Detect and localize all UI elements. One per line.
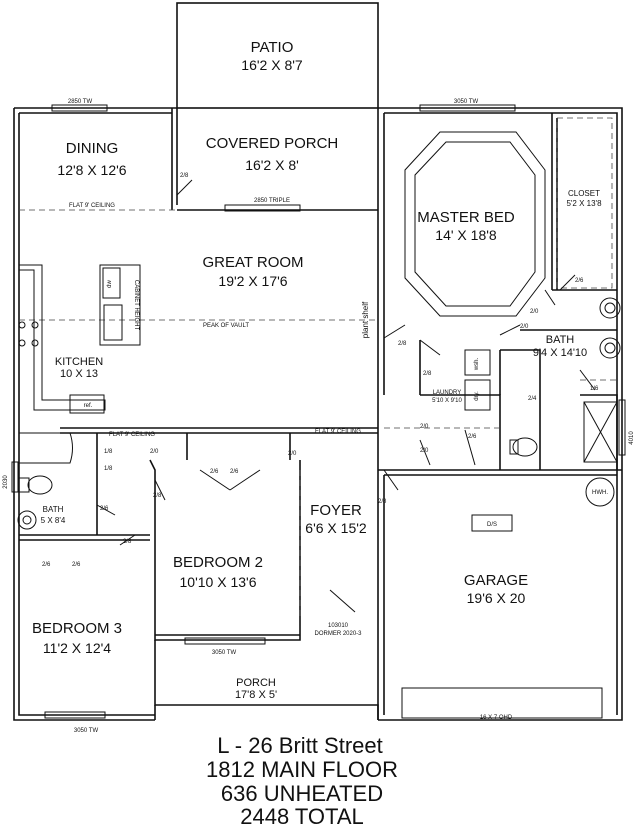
door-label: 2/8: [398, 341, 407, 347]
bedroom2-name: BEDROOM 2: [173, 554, 263, 571]
title-main-floor: 1812 MAIN FLOOR: [206, 757, 398, 782]
title-total: 2448 TOTAL: [240, 804, 364, 827]
plant-shelf: plant shelf: [361, 301, 370, 338]
dining-name: DINING: [66, 140, 119, 157]
title-block: L - 26 Britt Street 1812 MAIN FLOOR 636 …: [206, 733, 398, 827]
master-bed-dim: 14' X 18'8: [435, 227, 497, 243]
great-room-name: GREAT ROOM: [202, 254, 303, 271]
bedroom3-dim: 11'2 X 12'4: [43, 640, 111, 656]
closet-name: CLOSET: [568, 189, 600, 198]
door-label: 2/6: [42, 562, 51, 568]
door-label: 2/6: [575, 278, 584, 284]
door-label: 2/8: [378, 499, 387, 505]
door-label: 2/0: [288, 451, 297, 457]
flat-ceiling-kitchen: FLAT 9' CEILING: [109, 432, 155, 438]
dw: dw: [107, 279, 113, 287]
door-label: 2/0: [420, 448, 429, 454]
bath-master-name: BATH: [546, 334, 575, 346]
window-3050-tw-bed3: 3050 TW: [74, 728, 99, 734]
fixtures: [17, 297, 621, 719]
window-2850-tw: 2850 TW: [68, 99, 93, 105]
door-label: 2/0: [420, 424, 429, 430]
garage-door-ohd: 16 X 7 OHD: [480, 715, 513, 721]
flat-ceiling-bed2: FLAT 9' CEILING: [315, 429, 361, 435]
door-label: 2/8: [123, 539, 132, 545]
foyer-name: FOYER: [310, 502, 362, 519]
master-bed-name: MASTER BED: [417, 209, 515, 226]
garage-dim: 19'6 X 20: [467, 590, 526, 606]
door-label: 2/6: [72, 562, 81, 568]
window-3050-tw-master: 3050 TW: [454, 99, 479, 105]
patio-dim: 16'2 X 8'7: [241, 57, 303, 73]
room-labels: PATIO 16'2 X 8'7 DINING 12'8 X 12'6 COVE…: [32, 39, 602, 701]
door-labels: 2/8 2/6 2/0 2/0 2/8 2/8 2/4 1/6 2/0 2/0 …: [42, 173, 599, 568]
door-label: 1/8: [104, 466, 113, 472]
peak-of-vault: PEAK OF VAULT: [203, 323, 249, 329]
bath-small-name: BATH: [43, 505, 64, 514]
bath-small-dim: 5 X 8'4: [41, 516, 66, 525]
porch-dim: 17'8 X 5': [235, 689, 277, 701]
bedroom3-name: BEDROOM 3: [32, 620, 122, 637]
closet-dim: 5'2 X 13'8: [566, 199, 602, 208]
dormer-code: 103010: [328, 623, 349, 629]
door-label: 2/8: [180, 173, 189, 179]
kitchen-cabinets: [18, 264, 141, 414]
door-swings: [96, 179, 596, 613]
window-2850-triple: 2850 TRIPLE: [254, 198, 290, 204]
title-unheated: 636 UNHEATED: [221, 781, 383, 806]
flat-ceiling-dining: FLAT 9' CEILING: [69, 203, 115, 209]
door-label: 2/6: [468, 434, 477, 440]
cabinet-height: CABINET HEIGHT: [133, 280, 139, 331]
dormer-label: DORMER 2020-3: [314, 631, 362, 637]
ceiling-lines: [19, 117, 617, 620]
covered-porch-name: COVERED PORCH: [206, 135, 339, 152]
walls: [13, 2, 623, 721]
door-label: 2/6: [210, 469, 219, 475]
ref: ref.: [84, 403, 93, 409]
door-label: 2/8: [423, 371, 432, 377]
laundry-dim: 5'10 X 9'10: [432, 398, 462, 404]
window-3050-tw-bed2: 3050 TW: [212, 650, 237, 656]
kitchen-name: KITCHEN: [55, 356, 103, 368]
patio-name: PATIO: [251, 39, 294, 56]
dining-dim: 12'8 X 12'6: [57, 162, 126, 178]
wsh: wsh.: [474, 358, 480, 372]
door-label: 2/8: [153, 493, 162, 499]
covered-porch-dim: 16'2 X 8': [245, 157, 299, 173]
door-label: 2/0: [520, 324, 529, 330]
ds: D/S: [487, 522, 497, 528]
dry: dry.: [474, 391, 480, 401]
bedroom2-dim: 10'10 X 13'6: [180, 574, 257, 590]
garage-name: GARAGE: [464, 572, 528, 589]
kitchen-dim: 10 X 13: [60, 368, 98, 380]
bath-master-dim: 9'4 X 14'10: [533, 347, 587, 359]
door-label: 2/6: [230, 469, 239, 475]
door-label: 2/6: [100, 506, 109, 512]
window-4010: 4010: [629, 431, 635, 445]
door-label: 2/4: [528, 396, 537, 402]
porch-name: PORCH: [236, 677, 276, 689]
hwh: HWH.: [592, 490, 608, 496]
annotations: 2850 TW 3050 TW 2850 TRIPLE FLAT 9' CEIL…: [3, 99, 635, 734]
laundry-name: LAUNDRY: [433, 390, 462, 396]
foyer-dim: 6'6 X 15'2: [305, 520, 367, 536]
windows: [11, 104, 626, 719]
title-address: L - 26 Britt Street: [217, 733, 382, 758]
door-label: 2/0: [150, 449, 159, 455]
window-2030: 2030: [3, 475, 9, 489]
tray-ceiling: [404, 131, 546, 317]
door-label: 2/0: [530, 309, 539, 315]
door-label: 1/8: [104, 449, 113, 455]
great-room-dim: 19'2 X 17'6: [218, 273, 287, 289]
door-label: 1/6: [590, 386, 599, 392]
